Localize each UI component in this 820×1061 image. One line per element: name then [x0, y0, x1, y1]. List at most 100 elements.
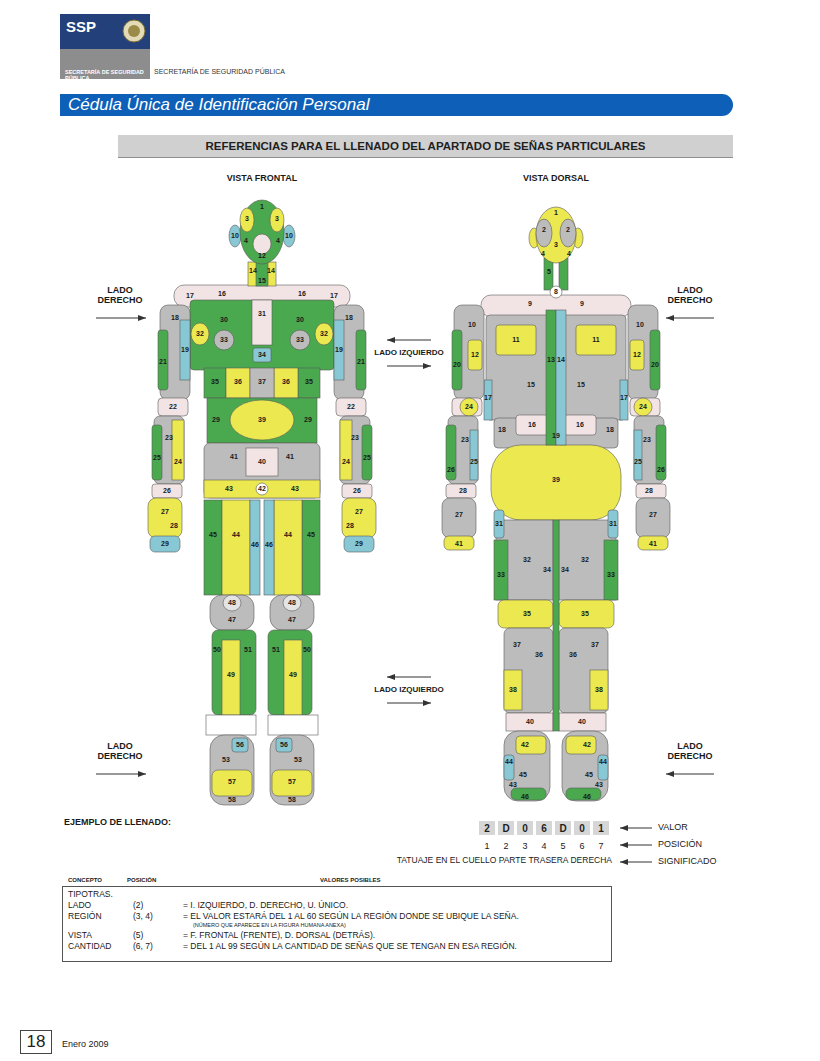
region-number: 38 [595, 686, 603, 694]
region-number: 53 [222, 756, 230, 764]
body-region [302, 500, 320, 595]
body-region [230, 400, 294, 440]
region-number: 33 [296, 336, 304, 344]
region-number: 57 [228, 778, 236, 786]
side-label: LADO DERECHO [91, 742, 149, 762]
side-arrow [387, 366, 431, 367]
region-number: 51 [244, 646, 252, 654]
region-number: 27 [161, 508, 169, 516]
example-heading: EJEMPLO DE LLENADO: [64, 818, 171, 828]
region-number: 40 [578, 718, 586, 726]
body-region [566, 736, 596, 754]
body-region [504, 628, 553, 713]
region-number: 45 [519, 771, 527, 779]
region-number: 17 [484, 394, 492, 402]
region-number: 36 [535, 651, 543, 659]
region-number: 49 [227, 671, 235, 679]
body-region [223, 595, 241, 611]
body-region [204, 443, 320, 498]
region-number: 50 [213, 646, 221, 654]
region-number: 36 [234, 378, 242, 386]
table-heading: CONCEPTO [68, 877, 102, 884]
side-arrow [666, 318, 714, 319]
region-number: 46 [521, 793, 529, 801]
region-number: 29 [304, 416, 312, 424]
values-table-text: TIPOTRAS. [68, 890, 113, 899]
region-number: 12 [258, 252, 266, 260]
region-number: 24 [342, 458, 350, 466]
body-region [334, 320, 344, 380]
body-region [634, 398, 652, 416]
body-region [498, 600, 553, 628]
value-cell: 1 [592, 820, 610, 836]
side-arrow [666, 774, 714, 775]
body-region [214, 330, 234, 350]
region-number: 48 [228, 599, 236, 607]
region-number: 35 [305, 378, 313, 386]
side-label: LADO IZQUIERDO [374, 686, 443, 695]
region-number: 47 [288, 616, 296, 624]
body-region [511, 788, 546, 800]
side-arrow [387, 703, 431, 704]
region-number: 42 [258, 485, 266, 493]
region-number: 35 [523, 610, 531, 618]
region-number: 37 [513, 641, 521, 649]
region-number: 8 [554, 288, 558, 296]
region-number: 40 [258, 458, 266, 466]
body-region [210, 595, 254, 630]
region-number: 2 [566, 226, 570, 234]
region-number: 4 [276, 237, 280, 245]
region-number: 33 [220, 336, 228, 344]
body-region [638, 536, 668, 550]
body-region [516, 415, 548, 435]
values-table-text: = DEL 1 AL 99 SEGÚN LA CANTIDAD DE SEÑAS… [183, 942, 517, 951]
body-region [240, 208, 254, 232]
body-region [252, 300, 272, 345]
body-region [550, 286, 562, 298]
pointer-arrow [620, 845, 652, 846]
region-number: 41 [455, 540, 463, 548]
value-cell-text: D [502, 823, 509, 834]
side-label: LADO DERECHO [91, 286, 149, 306]
region-number: 38 [509, 686, 517, 694]
region-number: 43 [225, 485, 233, 493]
body-region [494, 510, 504, 538]
region-number: 45 [307, 531, 315, 539]
region-number: 22 [169, 403, 177, 411]
region-number: 36 [282, 378, 290, 386]
body-region [634, 430, 642, 480]
body-region [516, 736, 546, 754]
body-region [636, 498, 670, 538]
body-region [484, 380, 492, 420]
region-number: 46 [265, 541, 273, 549]
position-digit: 4 [541, 842, 546, 852]
meaning-text: TATUAJE EN EL CUELLO PARTE TRASERA DEREC… [397, 856, 612, 865]
region-number: 21 [357, 358, 365, 366]
region-number: 11 [512, 336, 519, 344]
body-region [206, 715, 256, 735]
body-region [268, 715, 318, 735]
body-region [656, 425, 666, 480]
values-table-text: REGIÓN [68, 912, 102, 921]
body-region [650, 330, 660, 390]
region-number: 10 [231, 232, 239, 240]
region-number: 37 [258, 378, 266, 386]
region-number: 29 [212, 416, 220, 424]
body-region [274, 368, 298, 398]
region-number: 16 [576, 421, 584, 429]
region-number: 10 [468, 321, 476, 329]
region-number: 16 [218, 290, 226, 298]
region-number: 18 [171, 314, 179, 322]
body-region [248, 262, 276, 286]
region-number: 15 [527, 381, 535, 389]
region-number: 4 [541, 250, 545, 258]
region-number: 57 [288, 778, 296, 786]
region-number: 28 [645, 487, 653, 495]
region-number: 31 [609, 520, 617, 528]
values-table-text: = I. IZQUIERDO, D. DERECHO, U. ÚNICO. [183, 901, 348, 910]
body-region [180, 320, 190, 380]
body-region [204, 480, 320, 498]
body-region [452, 398, 482, 416]
logo-box: SSPSECRETARÍA DE SEGURIDAD PÚBLICA [60, 14, 150, 86]
